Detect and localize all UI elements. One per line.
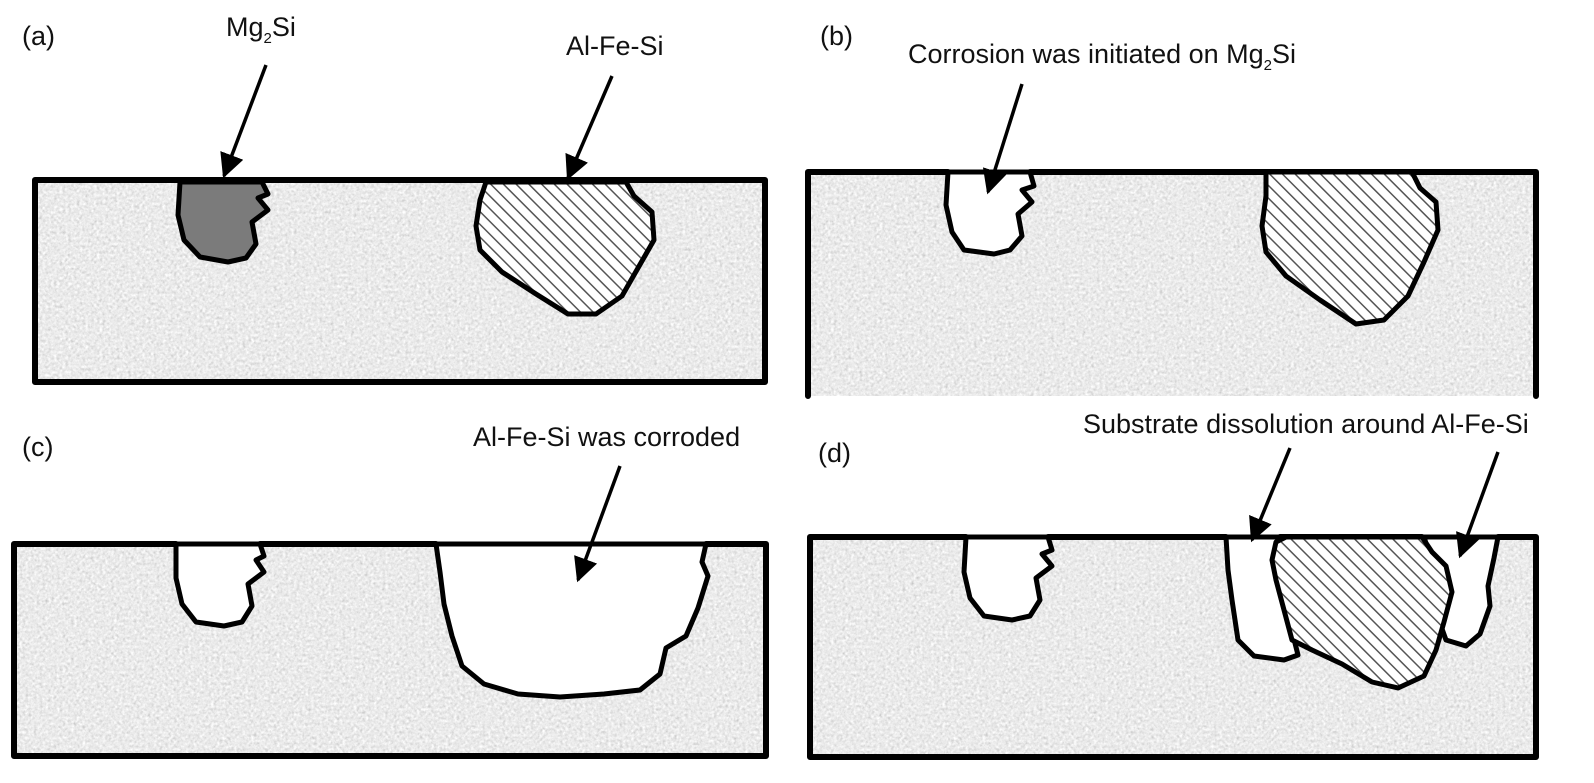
mg2si-arrow	[220, 64, 268, 179]
corrosion-initiated-label: Corrosion was initiated on Mg2Si	[908, 39, 1296, 74]
mg2si-pit-d	[961, 534, 1055, 623]
alfesi-arrow-a	[565, 75, 614, 181]
panel-label-a: (a)	[22, 21, 55, 51]
panel-label-b: (b)	[820, 21, 853, 51]
alfesi-corroded-label: Al-Fe-Si was corroded	[473, 422, 740, 452]
corrosion-initiated-arrow	[982, 83, 1024, 195]
panel-b: (b) Corrosion was initiated on Mg2Si	[805, 21, 1539, 399]
dissolution-label: Substrate dissolution around Al-Fe-Si	[1083, 409, 1529, 439]
alfesi-particle-a	[473, 179, 657, 317]
substrate-outline-b	[805, 169, 1539, 399]
alfesi-cavity-c	[433, 541, 711, 700]
panel-label-c: (c)	[22, 432, 53, 462]
mg2si-pit-c	[173, 541, 267, 629]
dissolution-arrow-right	[1456, 451, 1500, 559]
alfesi-particle-b	[1259, 169, 1441, 327]
substrate-a	[35, 180, 765, 382]
dissolution-arrow-left	[1249, 447, 1292, 543]
panel-d: (d) Substrate dissolution around Al-Fe-S…	[807, 409, 1539, 760]
panel-c: (c) Al-Fe-Si was corroded	[11, 422, 769, 759]
substrate-outline-c	[11, 541, 769, 759]
alfesi-corroded-arrow	[574, 465, 622, 583]
mg2si-pit-b	[943, 169, 1037, 257]
substrate-outline-a	[32, 177, 768, 385]
panel-label-d: (d)	[818, 438, 851, 468]
panel-a: (a) Mg2Si Al-Fe-Si	[22, 12, 768, 385]
mg2si-particle	[175, 179, 271, 265]
alfesi-particle-d	[1269, 534, 1455, 691]
alfesi-label-a: Al-Fe-Si	[566, 31, 664, 61]
mg2si-label: Mg2Si	[226, 12, 296, 47]
